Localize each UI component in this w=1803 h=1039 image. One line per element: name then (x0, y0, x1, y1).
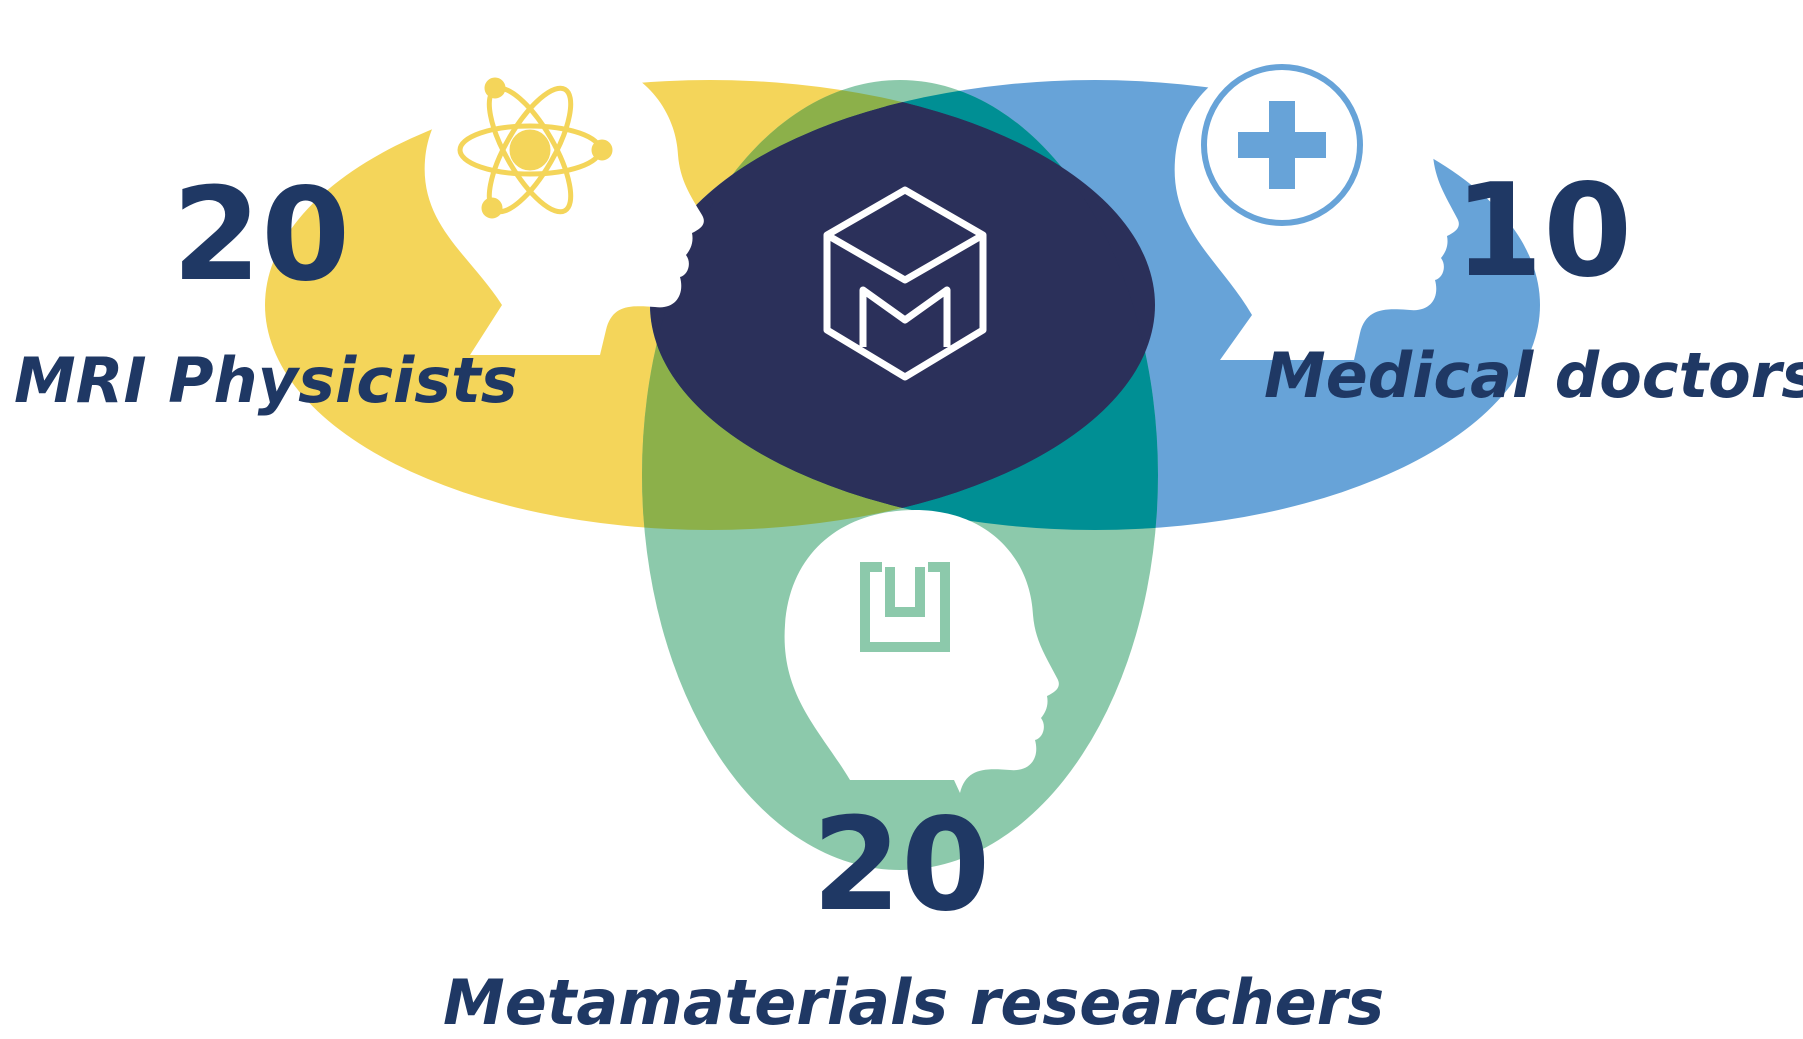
doctors-label: Medical doctors (1264, 339, 1803, 412)
medical-cross-icon (1201, 64, 1363, 226)
metamaterials-label: Metamaterials researchers (443, 966, 1385, 1039)
center-overlap (650, 80, 1155, 530)
doctor-head-icon (1174, 50, 1459, 360)
doctors-count: 10 (1454, 157, 1633, 306)
metamaterial-resonator-icon (860, 562, 950, 652)
atom-icon (457, 77, 613, 219)
cube-m-logo-icon (823, 186, 987, 381)
physicists-count: 20 (172, 161, 351, 310)
metamaterials-count: 20 (812, 791, 991, 940)
physicists-label: MRI Physicists (14, 344, 518, 417)
